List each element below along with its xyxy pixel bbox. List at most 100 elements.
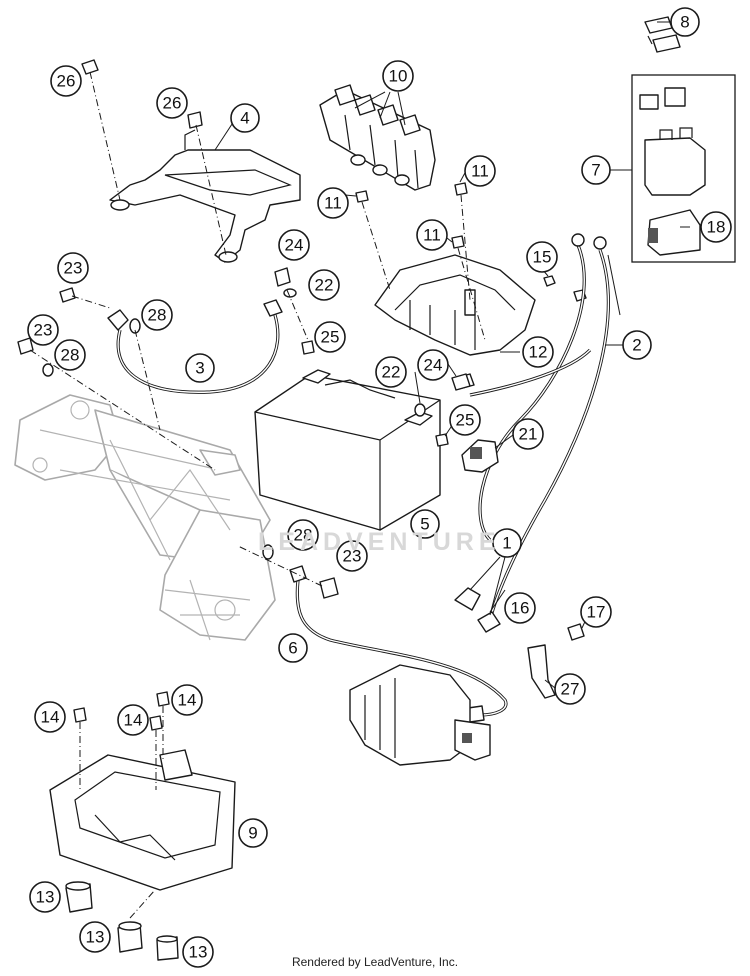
callout-13: 13 <box>182 936 214 968</box>
cable-part-1 <box>454 587 501 633</box>
bolt-23-bottom <box>237 545 339 599</box>
washer-28-c <box>262 544 274 560</box>
bolt-24-top <box>274 267 315 355</box>
washer-28-b <box>42 363 54 377</box>
fuse-part-8 <box>644 16 681 53</box>
screw-11-a <box>355 190 391 291</box>
svg-text:10: 10 <box>389 67 408 86</box>
leader-lines <box>214 21 690 689</box>
callout-27: 27 <box>554 673 586 705</box>
svg-text:11: 11 <box>471 162 489 181</box>
callout-13: 13 <box>29 881 61 913</box>
svg-text:26: 26 <box>57 72 76 91</box>
callout-21: 21 <box>512 418 544 450</box>
svg-text:7: 7 <box>591 161 600 180</box>
watermark: LEADVENTURE <box>258 528 501 556</box>
callout-15: 15 <box>526 241 558 273</box>
callout-22: 22 <box>375 356 407 388</box>
callout-26: 26 <box>156 87 188 119</box>
callout-28: 28 <box>54 339 86 371</box>
callout-11: 11 <box>317 187 349 219</box>
svg-text:14: 14 <box>41 708 60 727</box>
screw-11-b <box>454 182 471 301</box>
bolt-26-right <box>187 111 227 256</box>
callout-22: 22 <box>308 269 340 301</box>
damper-13-b <box>117 889 156 953</box>
callout-24: 24 <box>417 349 449 381</box>
svg-text:16: 16 <box>511 599 530 618</box>
svg-text:8: 8 <box>680 13 689 32</box>
callout-16: 16 <box>504 592 536 624</box>
bolt-14-left <box>73 707 87 790</box>
callout-23: 23 <box>27 314 59 346</box>
svg-text:25: 25 <box>456 411 475 430</box>
callout-9: 9 <box>238 818 268 848</box>
callout-18: 18 <box>700 211 732 243</box>
callout-28: 28 <box>141 299 173 331</box>
svg-text:12: 12 <box>529 343 548 362</box>
battery-tray-part-9 <box>49 749 236 891</box>
bolt-23-mid <box>17 337 216 471</box>
cable-part-2 <box>478 233 610 621</box>
svg-text:6: 6 <box>288 639 297 658</box>
svg-text:28: 28 <box>61 346 80 365</box>
callout-25: 25 <box>449 404 481 436</box>
bolt-23-top <box>59 287 111 309</box>
svg-text:22: 22 <box>315 276 334 295</box>
svg-text:13: 13 <box>86 928 105 947</box>
callout-23: 23 <box>57 252 89 284</box>
callout-1: 1 <box>492 528 522 558</box>
callout-7: 7 <box>581 155 611 185</box>
starter-motor <box>349 664 491 766</box>
terminal-cover-part-21 <box>461 439 499 473</box>
motorcycle-frame <box>14 394 276 641</box>
bolt-24-right <box>451 373 471 391</box>
battery-part-5 <box>254 369 441 531</box>
bolt-26-left <box>81 59 121 201</box>
bolt-14-right <box>156 691 170 760</box>
svg-text:23: 23 <box>343 547 362 566</box>
svg-text:23: 23 <box>34 321 53 340</box>
callout-14: 14 <box>117 704 149 736</box>
bolt-14-mid <box>149 715 163 790</box>
svg-text:2: 2 <box>632 336 641 355</box>
callout-5: 5 <box>410 509 440 539</box>
callout-8: 8 <box>670 7 700 37</box>
nut-25-right <box>435 433 449 447</box>
svg-text:25: 25 <box>321 328 340 347</box>
callout-10: 10 <box>382 60 414 92</box>
callout-6: 6 <box>278 633 308 663</box>
callout-26: 26 <box>50 65 82 97</box>
svg-text:11: 11 <box>324 194 342 213</box>
svg-text:26: 26 <box>163 94 182 113</box>
svg-text:13: 13 <box>36 888 55 907</box>
svg-text:17: 17 <box>587 603 606 622</box>
callout-13: 13 <box>79 921 111 953</box>
svg-text:11: 11 <box>423 226 441 245</box>
relay-block-part-10 <box>319 84 436 191</box>
bracket-part-4 <box>109 129 301 263</box>
callout-24: 24 <box>278 229 310 261</box>
svg-text:4: 4 <box>240 109 249 128</box>
callout-17: 17 <box>580 596 612 628</box>
callout-11: 11 <box>416 219 448 251</box>
washer-22-right <box>414 403 426 417</box>
cable-part-3 <box>107 299 283 394</box>
screw-17 <box>567 623 585 641</box>
bracket-part-27 <box>527 644 556 699</box>
screw-11-c <box>451 235 486 341</box>
callout-14: 14 <box>34 701 66 733</box>
svg-text:27: 27 <box>561 680 580 699</box>
svg-text:5: 5 <box>420 515 429 534</box>
callout-12: 12 <box>522 336 554 368</box>
damper-13-c <box>156 935 179 961</box>
svg-text:1: 1 <box>502 534 511 553</box>
holder-part-12 <box>374 254 536 356</box>
svg-text:23: 23 <box>64 259 83 278</box>
svg-text:14: 14 <box>124 711 143 730</box>
footer-credit: Rendered by LeadVenture, Inc. <box>291 955 459 969</box>
svg-text:24: 24 <box>424 356 443 375</box>
svg-text:3: 3 <box>195 359 204 378</box>
callout-23: 23 <box>336 540 368 572</box>
